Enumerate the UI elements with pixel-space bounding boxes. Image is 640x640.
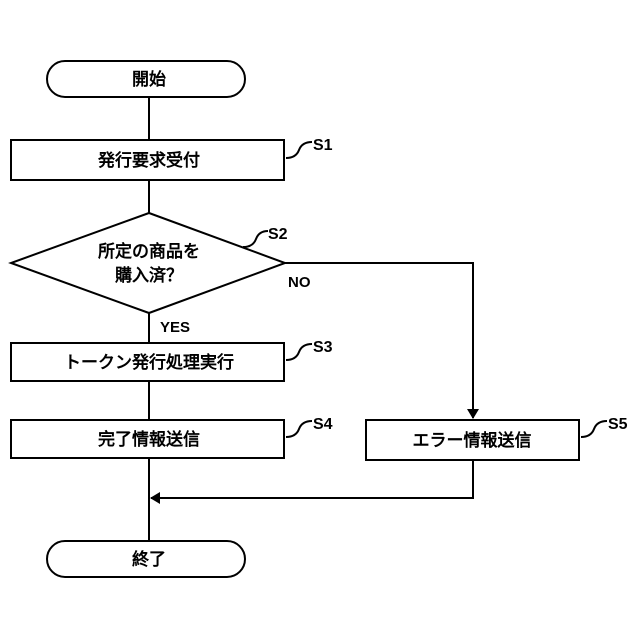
step-leader-s3 [286, 344, 312, 360]
start-label: 開始 [132, 69, 166, 90]
step-id-s3: S3 [313, 339, 333, 356]
step-id-s4: S4 [313, 416, 333, 433]
process-label-s4: 完了情報送信 [98, 429, 200, 450]
step-id-s1: S1 [313, 137, 333, 154]
decision-label-s2-line1: 所定の商品を [98, 241, 200, 262]
connector-s5-merge [151, 460, 473, 498]
process-label-s1: 発行要求受付 [97, 150, 200, 171]
branch-label-yes: YES [160, 319, 190, 336]
decision-diamond-s2 [11, 213, 285, 313]
branch-label-no: NO [288, 274, 311, 291]
step-leader-s4 [286, 421, 312, 437]
step-id-s5: S5 [608, 416, 628, 433]
process-label-s3: トークン発行処理実行 [64, 352, 234, 373]
step-leader-s1 [286, 142, 312, 158]
step-id-s2: S2 [268, 226, 288, 243]
step-leader-s2 [243, 231, 268, 247]
process-label-s5: エラー情報送信 [413, 430, 532, 451]
step-leader-s5 [581, 421, 607, 437]
decision-label-s2-line2: 購入済？ [115, 265, 183, 286]
end-label: 終了 [132, 549, 166, 570]
